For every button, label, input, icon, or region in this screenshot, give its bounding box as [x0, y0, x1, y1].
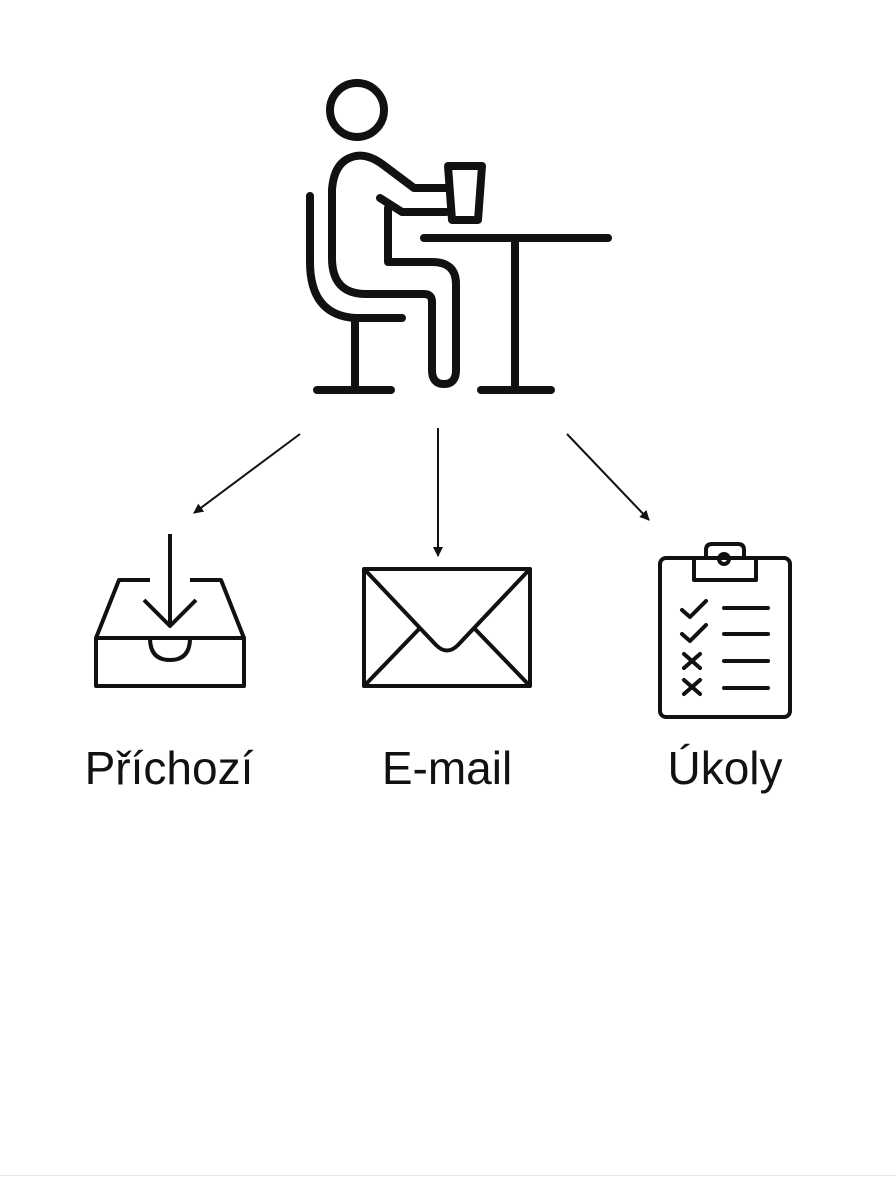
inbox-label: Příchozí: [84, 742, 254, 794]
clipboard-checklist-icon: [658, 542, 792, 719]
arrow-to-tasks: [566, 433, 650, 521]
envelope-icon: [362, 567, 532, 688]
person-at-desk-icon: [306, 79, 612, 394]
tasks-label: Úkoly: [667, 742, 783, 794]
arrow-to-inbox: [193, 433, 301, 514]
email-label: E-mail: [381, 742, 513, 794]
bottom-divider: [0, 1175, 896, 1176]
inbox-download-icon: [94, 534, 246, 688]
